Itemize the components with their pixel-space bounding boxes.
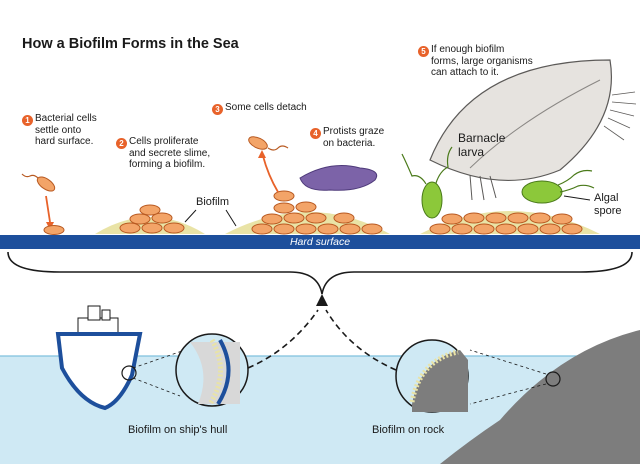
bacteria-cluster-5 (429, 212, 583, 235)
algal-spore-left (401, 146, 453, 219)
hull-arrow (247, 309, 319, 369)
step-4-text: Protists graze on bacteria. (323, 126, 385, 149)
settling-bacterium (21, 173, 65, 235)
algal-leader (563, 195, 591, 201)
bacteria-cluster-2 (119, 204, 185, 234)
biofilm-label: Biofilm (196, 196, 230, 208)
step-3-badge: 3 (212, 104, 223, 115)
rock-shore (440, 330, 640, 464)
detach-arrowhead (258, 150, 266, 158)
step-2-text: Cells proliferate and secrete slime, for… (129, 136, 211, 170)
hull-caption: Biofilm on ship's hull (128, 424, 228, 436)
biofilm-leader (184, 209, 237, 227)
hull-zoom-marker (121, 365, 137, 381)
ship (55, 305, 143, 411)
step-3-text: Some cells detach (225, 102, 307, 113)
step-4-badge: 4 (310, 128, 321, 139)
hull-zoom-circle (175, 333, 249, 407)
hard-surface-label: Hard surface (289, 236, 351, 248)
diagram-title: How a Biofilm Forms in the Sea (22, 36, 239, 52)
algal-spore-right (521, 169, 595, 204)
algal-spore-label: Algal spore (594, 192, 622, 217)
detach-flagellum (267, 145, 289, 151)
barnacle-label: Barnacle larva (458, 131, 506, 159)
rock-arrow (325, 309, 397, 371)
step-1-badge: 1 (22, 115, 33, 126)
rock-caption: Biofilm on rock (372, 424, 445, 436)
curly-brace (7, 251, 633, 295)
step-1-text: Bacterial cells settle onto hard surface… (35, 113, 97, 147)
bacteria-cluster-3 (248, 136, 383, 235)
protist (299, 165, 378, 191)
rock-zoom-marker (545, 371, 561, 387)
step-5-text: If enough biofilm forms, large organisms… (431, 44, 533, 78)
step-5-badge: 5 (418, 46, 429, 57)
rock-zoom-circle (395, 339, 469, 413)
brace-arrowhead (316, 294, 328, 306)
barnacle-larva (429, 59, 637, 201)
zoom-lines (132, 349, 547, 405)
step-2-badge: 2 (116, 138, 127, 149)
detach-arrow (262, 155, 279, 193)
hard-surface-bar (0, 235, 640, 249)
